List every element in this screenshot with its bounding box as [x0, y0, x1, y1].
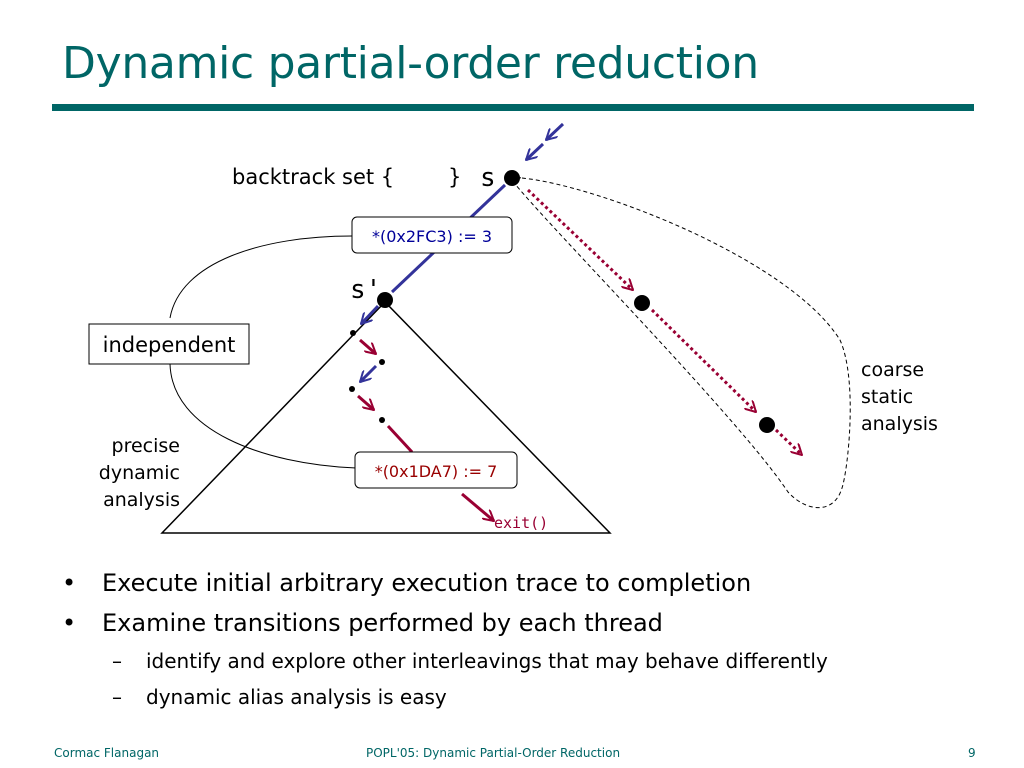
independent-box [88, 323, 250, 365]
bullet-list: • Execute initial arbitrary execution tr… [62, 563, 1002, 715]
exit-arrow [461, 492, 494, 521]
independent-label: independent [103, 333, 236, 357]
title-rule [52, 104, 974, 111]
step-3-blue [360, 364, 378, 382]
step-5-red [386, 424, 414, 454]
slide-title: Dynamic partial-order reduction [62, 38, 759, 89]
bullet-mark: • [62, 609, 77, 637]
sub-bullet-item: – identify and explore other interleavin… [62, 643, 1002, 679]
step-2-red [359, 338, 376, 354]
precise-label-line-3: analysis [103, 489, 180, 511]
backtrack-set-close: } [448, 165, 461, 189]
coarse-dot-1 [634, 295, 650, 311]
bullet-mark: • [62, 569, 77, 597]
coarse-label-line-1: coarse [861, 359, 924, 381]
bullet-item: • Examine transitions performed by each … [62, 603, 1002, 643]
small-dot-1 [350, 330, 356, 336]
coarse-path-3 [774, 428, 802, 455]
backtrack-set-open: backtrack set { [232, 165, 394, 189]
sub-bullet-mark: – [112, 685, 122, 709]
footer-page-number: 9 [968, 746, 976, 760]
state-s-dot [504, 170, 520, 186]
sub-bullet-mark: – [112, 649, 122, 673]
coarse-static-region [514, 177, 851, 509]
coarse-label-line-2: static [861, 386, 913, 408]
footer-talk-title: POPL'05: Dynamic Partial-Order Reduction [366, 746, 621, 760]
step-1-blue [361, 304, 380, 324]
incoming-arrow-lower [526, 142, 545, 160]
bullet-text: Examine transitions performed by each th… [102, 609, 663, 637]
independent-loop [169, 235, 357, 469]
bullet-text: Execute initial arbitrary execution trac… [102, 569, 752, 597]
transition-top-text: *(0x2FC3) := 3 [372, 227, 492, 246]
coarse-label-line-3: analysis [861, 413, 938, 435]
transition-top-box [351, 216, 513, 254]
small-dot-4 [379, 417, 385, 423]
state-s-prime-label: s' [350, 275, 381, 305]
coarse-path-2 [650, 308, 756, 412]
small-dot-3 [349, 386, 355, 392]
small-dot-2 [379, 359, 385, 365]
precise-label-line-2: dynamic [99, 462, 180, 484]
precise-label-line-1: precise [112, 435, 180, 457]
incoming-arrow-upper [546, 122, 565, 140]
sub-bullet-text: dynamic alias analysis is easy [146, 685, 447, 709]
state-s-prime-dot [377, 292, 393, 308]
coarse-path-1 [526, 188, 633, 290]
footer-author: Cormac Flanagan [54, 746, 160, 760]
transition-bottom-box [354, 451, 518, 489]
exit-label: exit() [494, 514, 548, 532]
coarse-dot-2 [759, 417, 775, 433]
sub-bullet-text: identify and explore other interleavings… [146, 649, 828, 673]
bullet-item: • Execute initial arbitrary execution tr… [62, 563, 1002, 603]
sub-bullet-item: – dynamic alias analysis is easy [62, 679, 1002, 715]
state-s-label: s [480, 163, 496, 193]
precise-dynamic-triangle [160, 300, 612, 534]
transition-bottom-text: *(0x1DA7) := 7 [375, 462, 498, 481]
step-4-red [357, 394, 374, 410]
